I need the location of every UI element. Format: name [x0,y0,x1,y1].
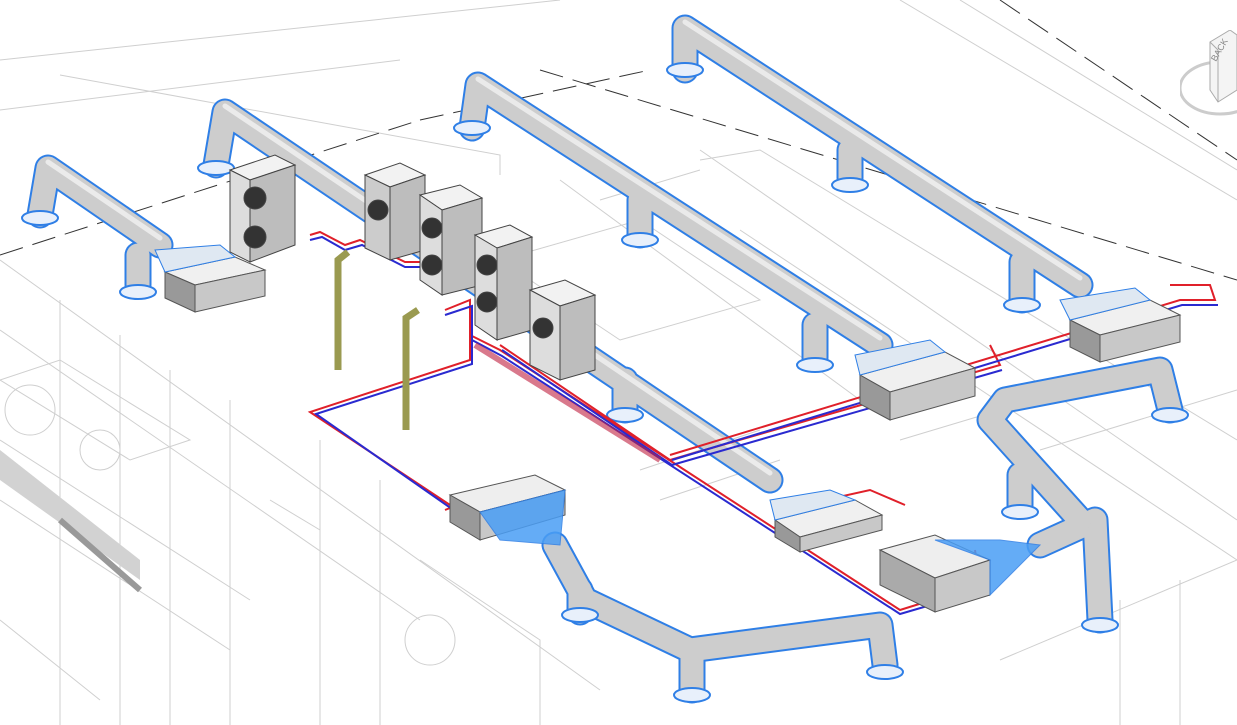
indoor-ducted-units [154,244,1182,613]
refrigerant-pipes [307,230,1218,616]
viewcube[interactable] [1180,30,1237,120]
viewcube-icon [1180,30,1237,116]
indoor-unit [448,474,567,546]
indoor-unit [154,244,267,313]
vertical-risers [334,249,420,430]
outdoor-condensing-units [228,154,597,381]
indoor-unit [769,489,884,553]
duct-base-flanges [21,62,1189,703]
condensing-unit [528,279,597,381]
dashed-grid-lines [0,0,1237,281]
condensing-unit [363,162,427,261]
ducts [26,14,1184,704]
indoor-unit [854,339,977,421]
condensing-unit [418,184,484,296]
condensing-unit [228,154,297,263]
indoor-unit [878,534,1042,613]
hatched-wall [0,450,142,593]
indoor-unit [1059,287,1182,363]
condensing-unit [473,224,534,341]
